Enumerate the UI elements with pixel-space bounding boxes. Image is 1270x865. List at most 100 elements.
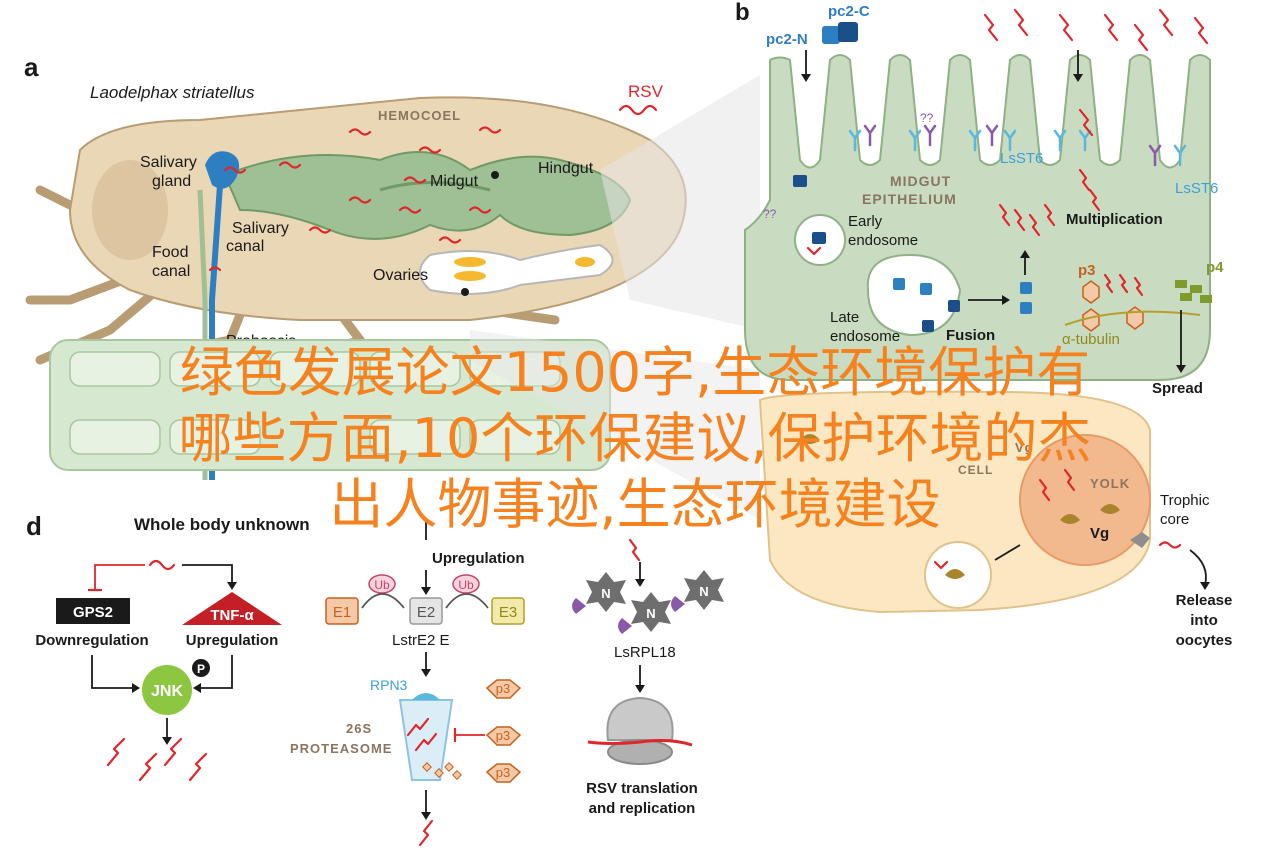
p3-label-d-3: p3	[496, 765, 510, 780]
virus-particles-c	[1038, 468, 1182, 549]
vg-label: Vg	[1090, 525, 1109, 542]
arrowhead-to-tnf	[227, 582, 237, 590]
rsv-label: RSV	[628, 82, 664, 101]
tubulin-label: α-tubulin	[1062, 331, 1120, 348]
arrow-vesicle	[994, 544, 1021, 561]
arrow-tnf-jnk	[198, 655, 233, 689]
multiplication-label: Multiplication	[1066, 211, 1163, 228]
late-endosome-virion-1	[893, 278, 905, 290]
rsv-translation-label-2: and replication	[589, 800, 696, 817]
p4-bundle	[1175, 280, 1212, 303]
early-endosome-label-2: endosome	[848, 232, 918, 249]
salivary-gland-label-2: gland	[152, 173, 191, 190]
rpn3-label: RPN3	[370, 677, 408, 693]
food-canal-label-2: canal	[152, 263, 190, 280]
arrowhead-to-e2	[421, 587, 431, 595]
arrow-gps2-jnk	[91, 655, 135, 689]
phospho-badge	[192, 659, 210, 677]
gps2-label: GPS2	[73, 604, 113, 621]
panel-b-letter: b	[735, 0, 750, 26]
p3-hexagon-1	[1082, 280, 1100, 304]
arrowhead-proteasome-down	[421, 812, 431, 820]
salivary-gland-label-1: Salivary	[140, 154, 197, 171]
virus-particles-p3	[1103, 273, 1144, 297]
late-endosome-virion-2	[920, 283, 932, 295]
zoom-cone-b	[600, 75, 760, 330]
virus-particles-a	[208, 126, 502, 272]
n-label-3: N	[699, 584, 708, 599]
arrowhead-jnk-down	[162, 737, 172, 745]
rsv-virus-left	[148, 559, 176, 571]
jnk-label: JNK	[151, 683, 183, 700]
tnf-triangle	[182, 592, 282, 625]
release-label-3: oocytes	[1176, 632, 1233, 649]
arrowhead-gps2-jnk	[132, 683, 140, 693]
p3-hex-d-2	[485, 726, 522, 746]
midgut-epithelium-label-1: MIDGUT	[890, 173, 951, 189]
lsst6-label-2: LsST6	[1175, 180, 1218, 197]
rsv-translation-label-1: RSV translation	[586, 780, 698, 797]
n-protein-3	[684, 570, 724, 610]
p3-label-d-1: p3	[496, 681, 510, 696]
rsv-virus-icon	[618, 104, 658, 116]
ub-2-label: Ub	[458, 578, 474, 592]
unknown-receptor-label-2: ??	[763, 207, 777, 221]
ribosome-rna	[587, 739, 693, 747]
ribosome-large	[606, 696, 674, 741]
panel-a-letter: a	[24, 52, 39, 82]
salivary-canal-label-2: canal	[226, 238, 264, 255]
receptors	[848, 124, 1187, 167]
ovary-egg-3	[575, 257, 595, 267]
ovaries-dot	[461, 288, 469, 296]
panel-d: d Whole body unknown GPS2 TNF-α Downregu…	[26, 511, 724, 847]
vg-protein-2	[1100, 504, 1120, 514]
vg-protein-3	[800, 434, 820, 444]
peptide-fragments	[422, 762, 462, 780]
proteasome-label-1: 26S	[346, 721, 372, 736]
late-endosome	[866, 253, 962, 337]
spread-label: Spread	[1152, 380, 1203, 397]
lsrpl18-label: LsRPL18	[614, 644, 676, 661]
midgut-dot	[491, 171, 499, 179]
release-label-1: Release	[1176, 592, 1233, 609]
trophic-receptor	[1130, 532, 1150, 548]
yolk-label: YOLK	[1090, 476, 1130, 491]
replicating-virion-2	[1020, 302, 1032, 314]
entering-virion	[793, 175, 807, 187]
unknown-receptor-label-1: ??	[920, 111, 934, 125]
yolk-region	[1019, 434, 1151, 566]
lsrpl18-bound-1	[572, 598, 586, 614]
n-protein-2	[631, 592, 671, 632]
arrowhead-to-ribosome	[635, 685, 645, 693]
e2-box	[409, 597, 443, 625]
arrowhead-spread	[1176, 365, 1186, 373]
e1-label: E1	[333, 604, 351, 621]
downregulation-label: Downregulation	[35, 632, 148, 649]
tnf-label: TNF-α	[210, 607, 254, 624]
midgut-epithelium-label-2: EPITHELIUM	[862, 191, 957, 207]
arrowhead-to-replication	[1002, 295, 1010, 305]
zoom-cone-c	[470, 330, 760, 520]
vg-protein-1	[1060, 514, 1080, 524]
proteasome-label-2: PROTEASOME	[290, 741, 392, 756]
arrowhead-tnf-jnk	[193, 683, 201, 693]
pc2c-icon	[838, 22, 858, 42]
rpn3-cap	[412, 693, 440, 700]
midgut-label: Midgut	[430, 173, 479, 190]
rsv-virus-mid-bottom	[418, 819, 434, 847]
e3-label: E3	[499, 604, 517, 621]
tubulin-filament	[1064, 310, 1201, 326]
panel-c: CELL YOLK Vg Vg Trophic core Release int…	[758, 390, 1233, 649]
inhibition-line	[94, 564, 145, 590]
salivary-gland	[205, 151, 240, 189]
panel-b: b pc2-C pc2-N MIDGUT EPITHELIUM ?? ?? Ls…	[735, 0, 1224, 397]
phospho-badge-label: P	[197, 662, 205, 676]
fusion-label: Fusion	[946, 327, 995, 344]
insect-head	[92, 160, 168, 260]
vesicle-vg	[945, 569, 965, 579]
n-protein-1	[586, 572, 626, 612]
cell-label: CELL	[958, 463, 993, 477]
release-label-2: into	[1190, 612, 1218, 629]
